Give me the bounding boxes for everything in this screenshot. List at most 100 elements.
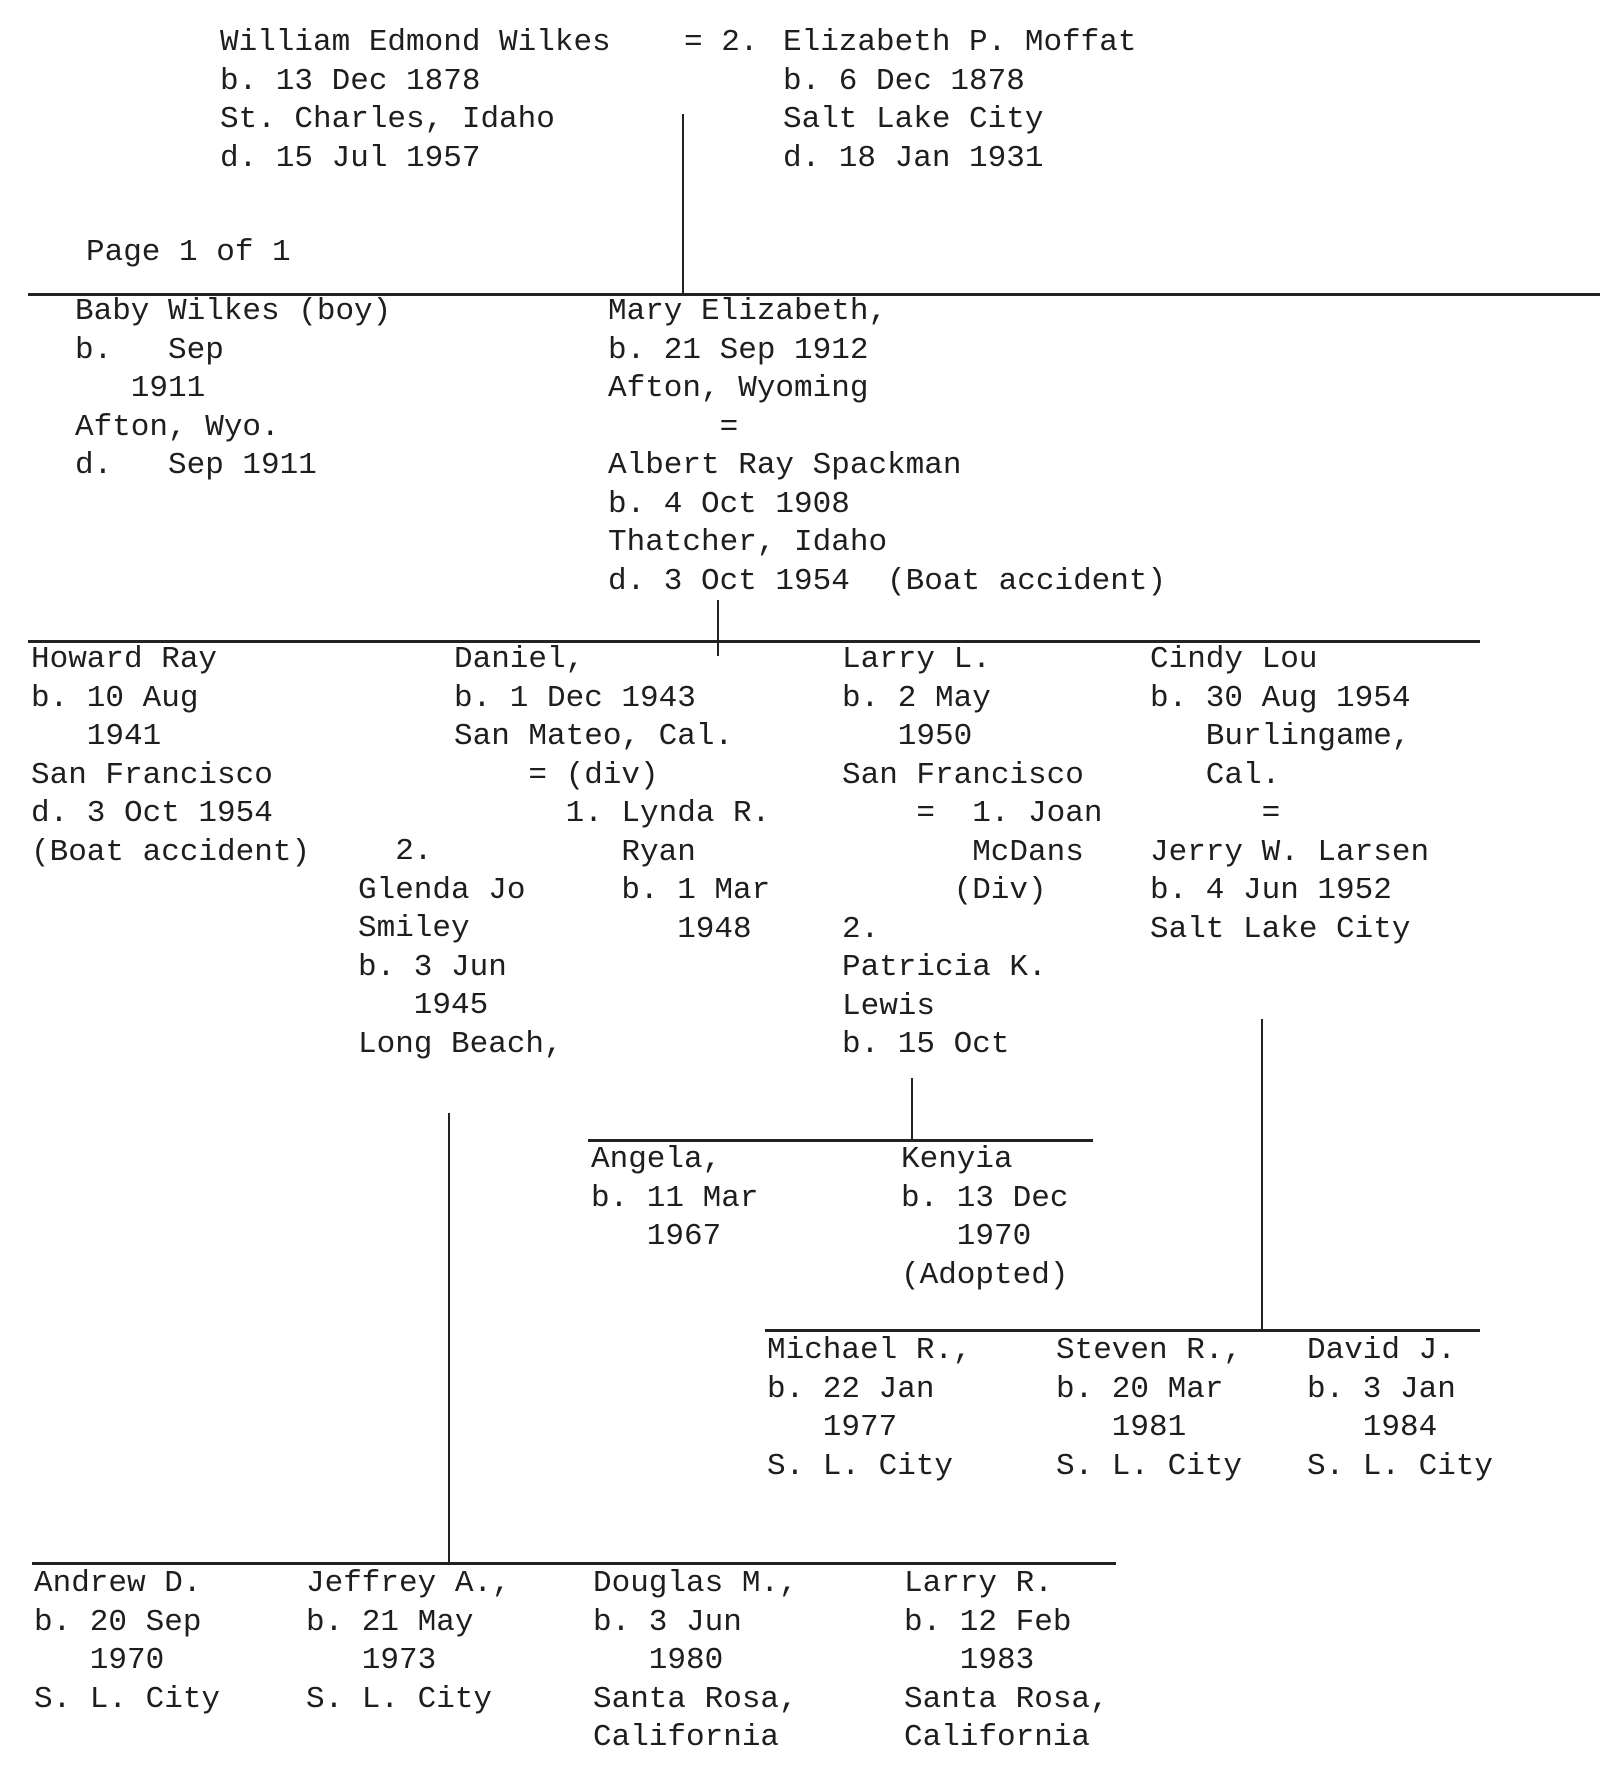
- text-line: 1. Lynda R.: [565, 796, 771, 831]
- text-line: d. 18 Jan 1931: [783, 140, 1044, 176]
- text-line: b. 1 Mar: [621, 873, 771, 908]
- text-line: 1977: [822, 1410, 898, 1445]
- text-line: Andrew D.: [34, 1566, 202, 1601]
- text-line: b. 21 May: [306, 1604, 474, 1640]
- text-line: Larry R.: [904, 1566, 1053, 1601]
- text-line: Lewis: [842, 988, 936, 1024]
- text-line: Smiley: [358, 911, 470, 946]
- text-line: 1970: [89, 1643, 165, 1678]
- text-line: California: [593, 1720, 780, 1755]
- text-line: b. 20 Mar: [1056, 1371, 1224, 1407]
- text-line: b. 13 Dec: [901, 1180, 1069, 1216]
- text-line: b. 13 Dec 1878: [220, 63, 481, 99]
- text-line: Jerry W. Larsen: [1150, 834, 1430, 870]
- text-line: b. 3 Jun: [358, 949, 507, 985]
- text-line: b. 1 Dec 1943: [454, 680, 696, 716]
- marriage-descent-line: [682, 114, 684, 294]
- text-line: Salt Lake City: [783, 102, 1044, 137]
- text-line: Thatcher, Idaho: [608, 525, 888, 560]
- text-line: Douglas M.,: [593, 1566, 798, 1601]
- text-line: b. 12 Feb: [904, 1604, 1072, 1640]
- text-line: (Boat accident): [31, 834, 311, 870]
- text-line: d. 3 Oct 1954 (Boat accident): [608, 563, 1167, 599]
- text-line: Angela,: [591, 1142, 722, 1177]
- text-line: d. Sep 1911: [75, 448, 317, 483]
- text-line: = 1. Joan: [916, 796, 1103, 831]
- text-line: b. 6 Dec 1878: [783, 63, 1025, 99]
- spackman-descent-line: [717, 600, 719, 656]
- cindy-descent-line: [1261, 1019, 1263, 1329]
- text-line: Steven R.,: [1056, 1333, 1243, 1368]
- text-line: 1980: [648, 1643, 724, 1678]
- text-line: Michael R.,: [767, 1333, 972, 1368]
- cindy-children-line: [765, 1329, 1480, 1332]
- text-line: b. 15 Oct: [842, 1027, 1010, 1062]
- text-line: 1941: [86, 719, 162, 754]
- text-line: Burlingame,: [1205, 719, 1411, 754]
- text-line: Afton, Wyo.: [75, 409, 280, 445]
- text-line: 1945: [413, 988, 489, 1023]
- text-line: b. 22 Jan: [767, 1371, 935, 1407]
- text-line: 1948: [677, 911, 752, 947]
- text-line: b. 3 Jan: [1307, 1371, 1456, 1407]
- text-line: b. 30 Aug 1954: [1150, 680, 1411, 716]
- text-line: Elizabeth P. Moffat: [783, 25, 1137, 60]
- daniel-descent-line: [448, 1113, 450, 1563]
- text-line: S. L. City: [1056, 1448, 1243, 1484]
- text-line: Cindy Lou: [1150, 642, 1318, 677]
- text-line: Mary Elizabeth,: [608, 294, 888, 329]
- text-line: Afton, Wyoming: [608, 371, 869, 406]
- text-line: Patricia K.: [842, 950, 1047, 985]
- text-line: b. Sep: [75, 332, 224, 368]
- text-line: S. L. City: [34, 1681, 221, 1717]
- text-line: Salt Lake City: [1150, 911, 1411, 947]
- text-line: 1973: [361, 1643, 437, 1678]
- text-line: 1950: [897, 719, 973, 754]
- text-line: Long Beach,: [358, 1026, 563, 1062]
- daniel-children-line: [32, 1562, 1116, 1565]
- text-line: b. 11 Mar: [591, 1180, 759, 1216]
- text-line: 2.: [842, 911, 880, 947]
- text-line: San Francisco: [842, 757, 1084, 793]
- text-line: Santa Rosa,: [904, 1681, 1109, 1717]
- text-line: William Edmond Wilkes: [220, 25, 611, 60]
- text-line: b. 10 Aug: [31, 680, 199, 716]
- marriage-marker: = 2.: [684, 25, 759, 60]
- text-line: =: [1261, 796, 1281, 831]
- generation3-sibling-line: [28, 640, 1480, 643]
- text-line: 1967: [646, 1219, 722, 1254]
- text-line: Daniel,: [454, 642, 585, 677]
- text-line: San Francisco: [31, 757, 273, 793]
- text-line: b. 4 Oct 1908: [608, 486, 850, 522]
- text-line: = (div): [528, 757, 659, 793]
- text-line: 1970: [956, 1219, 1032, 1254]
- text-line: Kenyia: [901, 1142, 1013, 1177]
- text-line: 1984: [1362, 1410, 1438, 1445]
- text-line: b. 4 Jun 1952: [1150, 873, 1392, 908]
- text-line: Ryan: [621, 834, 696, 870]
- text-line: St. Charles, Idaho: [220, 102, 555, 137]
- text-line: Cal.: [1205, 757, 1281, 793]
- text-line: David J.: [1307, 1333, 1456, 1368]
- text-line: Glenda Jo: [358, 872, 526, 908]
- text-line: b. 3 Jun: [593, 1604, 742, 1640]
- page-label: Page 1 of 1: [86, 235, 291, 270]
- text-line: S. L. City: [1307, 1448, 1494, 1484]
- text-line: S. L. City: [767, 1448, 954, 1484]
- text-line: 1981: [1111, 1410, 1187, 1445]
- generation2-sibling-line: [28, 293, 1600, 296]
- text-line: b. 20 Sep: [34, 1604, 202, 1640]
- text-line: California: [904, 1720, 1091, 1755]
